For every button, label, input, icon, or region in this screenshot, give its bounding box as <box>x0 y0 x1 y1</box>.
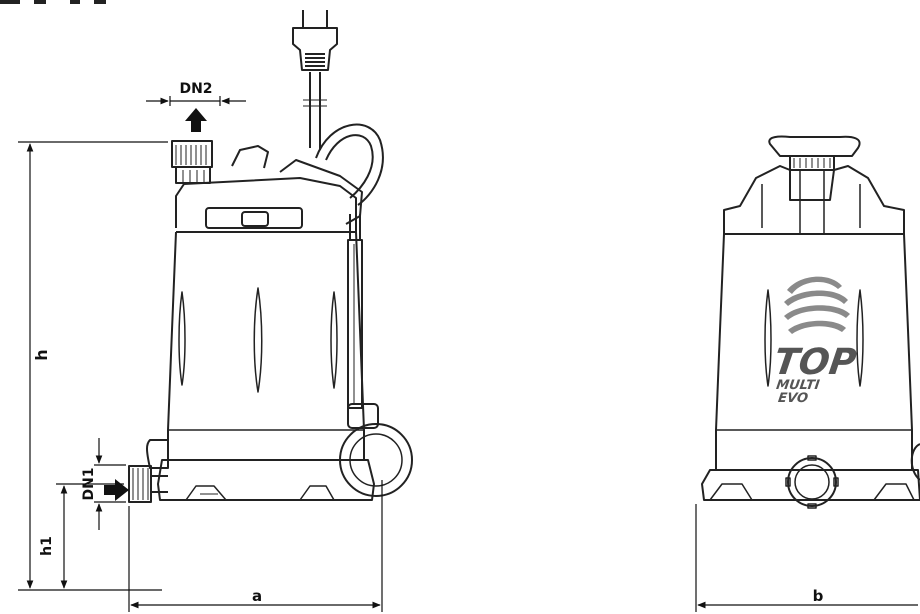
top-multi-evo-logo: TOP MULTI EVO <box>771 276 859 406</box>
inlet-thread <box>128 439 169 503</box>
logo-top-text: TOP <box>771 340 859 383</box>
outlet-flow-arrow <box>185 108 207 132</box>
front-handle <box>768 135 861 157</box>
front-upper-housing <box>723 165 905 235</box>
h-label: h <box>32 349 51 360</box>
dn2-label: DN2 <box>179 81 212 97</box>
front-motor-body <box>715 233 913 470</box>
h1-label: h1 <box>39 536 55 556</box>
a-label: a <box>252 587 262 605</box>
dn1-label: DN1 <box>81 467 97 500</box>
upper-housing <box>175 177 357 232</box>
power-plug <box>292 10 338 71</box>
dimension-lines <box>18 96 918 612</box>
logo-evo-text: EVO <box>777 391 809 406</box>
pump-front-view <box>701 135 920 509</box>
cropped-header <box>0 0 106 4</box>
logo-multi-text: MULTI <box>775 378 821 393</box>
motor-body <box>167 231 365 460</box>
inlet-flow-arrow <box>104 479 129 501</box>
pump-base <box>157 459 375 501</box>
outlet-thread <box>171 140 213 184</box>
float-cable-loop <box>315 123 384 206</box>
front-pump-base <box>701 469 920 501</box>
pump-side-view <box>104 10 413 503</box>
b-label: b <box>813 587 824 605</box>
float-switch <box>339 403 413 497</box>
swirl-logo-icon <box>784 276 850 334</box>
power-cable <box>309 72 321 150</box>
